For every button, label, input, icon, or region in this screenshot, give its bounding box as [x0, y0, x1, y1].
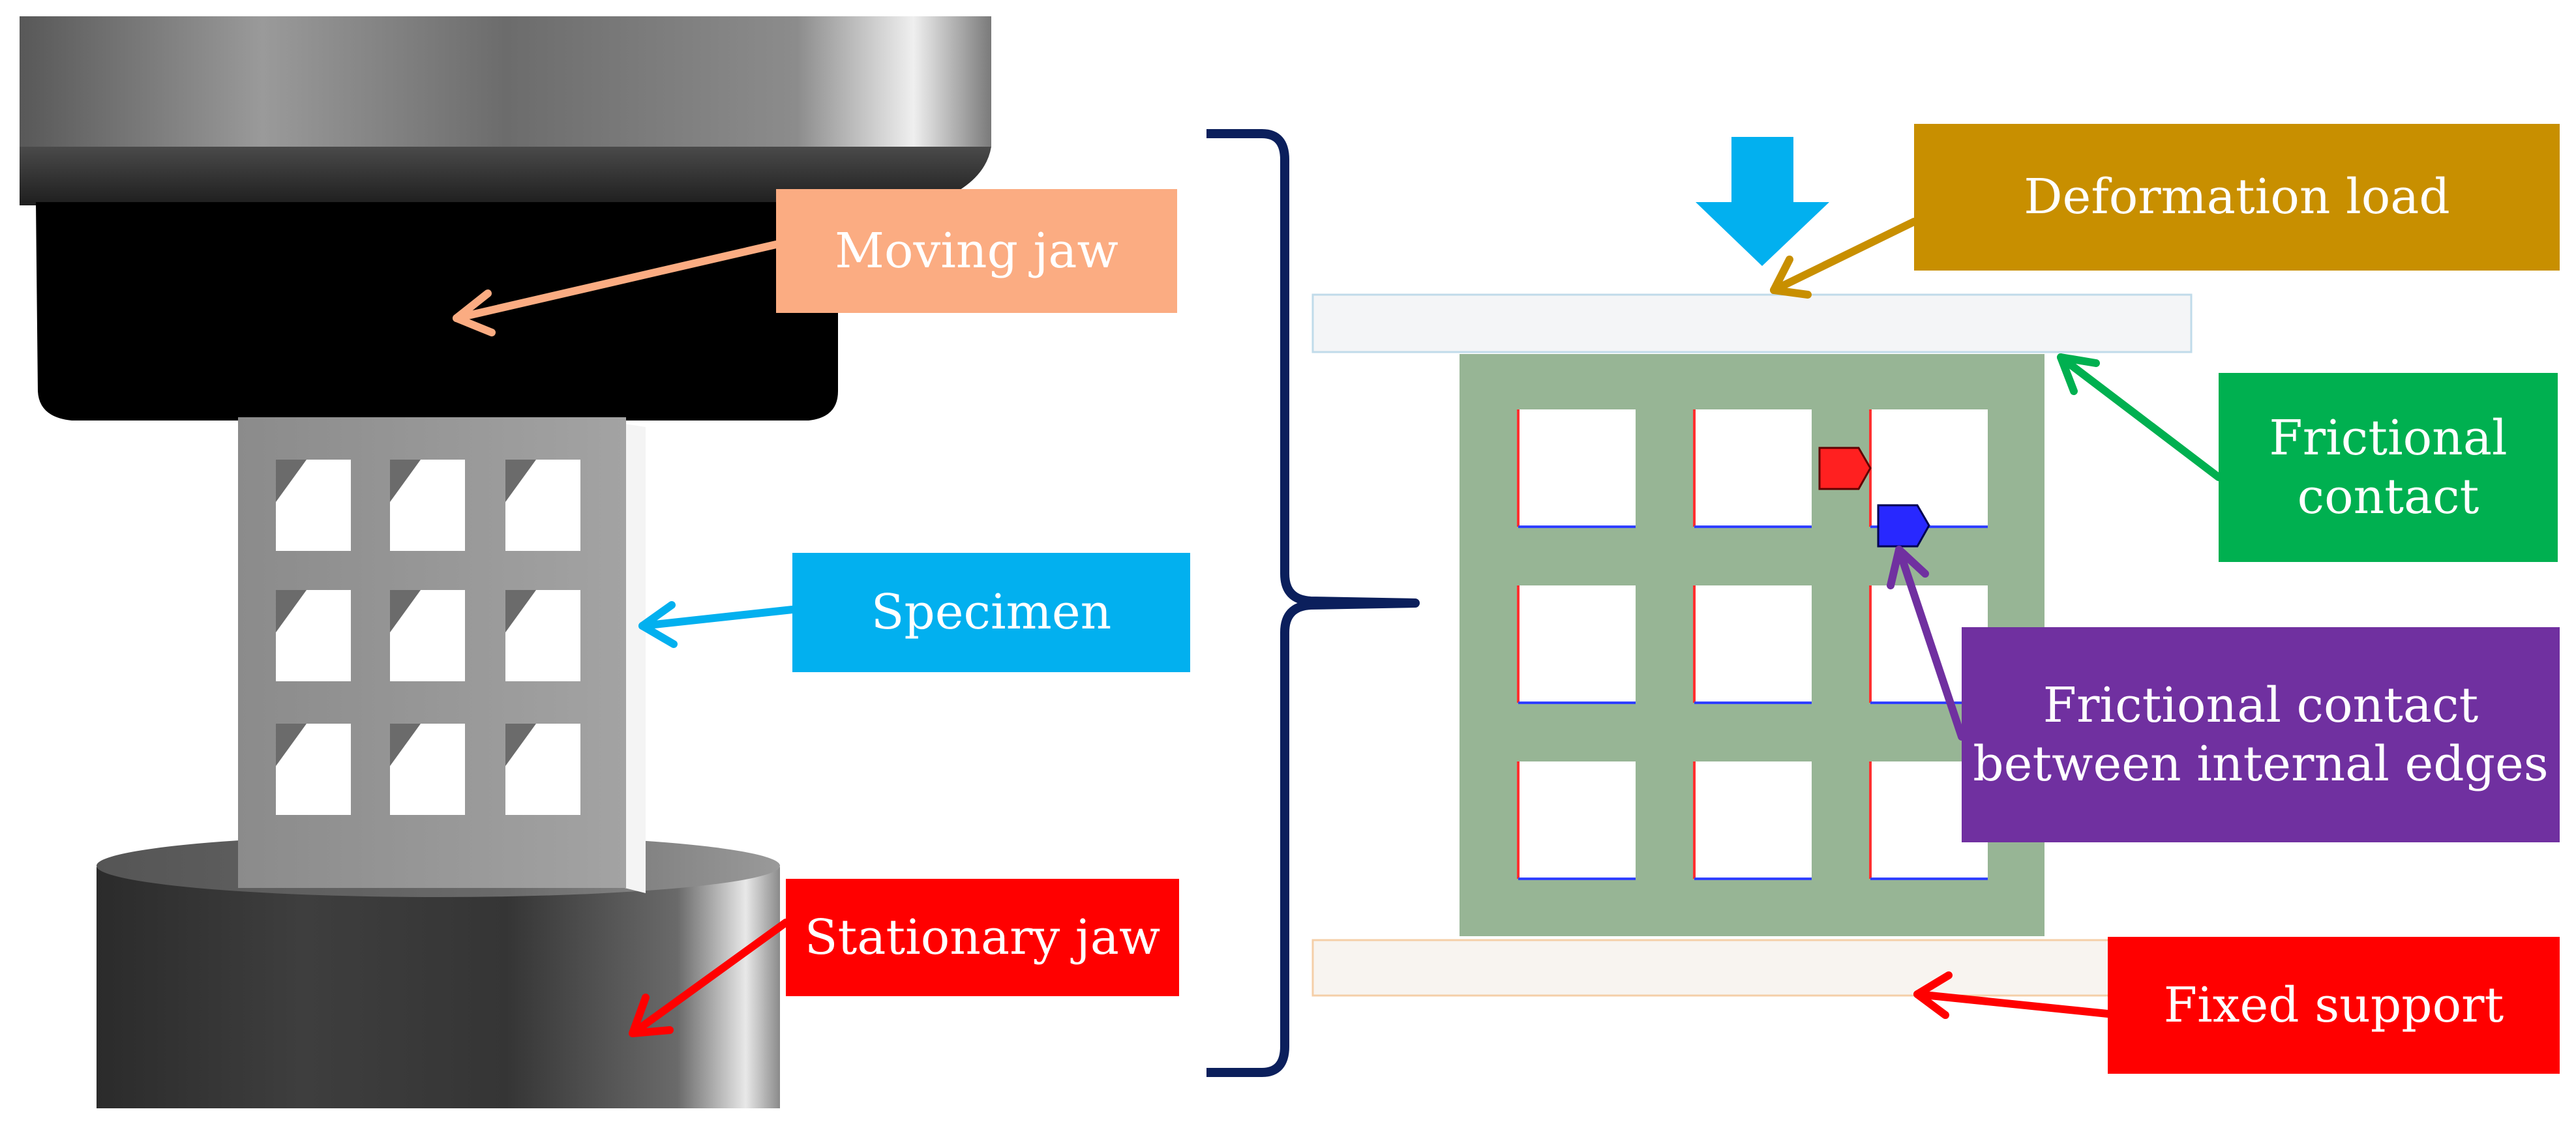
fixed-support-label: Fixed support	[2108, 937, 2560, 1074]
deformation-load-label: Deformation load	[1914, 124, 2560, 271]
contact-marker-blue	[1877, 504, 1930, 548]
moving-jaw	[36, 202, 838, 421]
specimen-part	[238, 417, 646, 893]
model-specimen	[1460, 354, 2044, 936]
specimen-label: Specimen	[792, 553, 1190, 672]
bottom-plate	[1311, 939, 2170, 997]
stationary-jaw-arrow	[629, 919, 790, 1037]
frictional-contact-internal-label: Frictional contact between internal edge…	[1962, 627, 2560, 842]
contact-marker-red	[1818, 447, 1872, 490]
deformation-load-arrow	[1770, 218, 1918, 299]
frictional-contact-internal-arrow	[1887, 546, 1966, 741]
moving-jaw-label: Moving jaw	[776, 189, 1177, 313]
load-arrow	[1696, 137, 1829, 266]
fixed-support-arrow	[1913, 971, 2112, 1019]
frictional-contact-arrow	[2057, 353, 2223, 481]
moving-jaw-arrow	[453, 241, 780, 336]
frictional-contact-label: Frictional contact	[2219, 373, 2558, 562]
specimen-arrow	[638, 601, 796, 648]
top-plate	[1311, 293, 2193, 353]
brace	[1206, 129, 1420, 1077]
top-jaw-body	[20, 16, 991, 205]
stationary-jaw-label: Stationary jaw	[786, 879, 1179, 996]
